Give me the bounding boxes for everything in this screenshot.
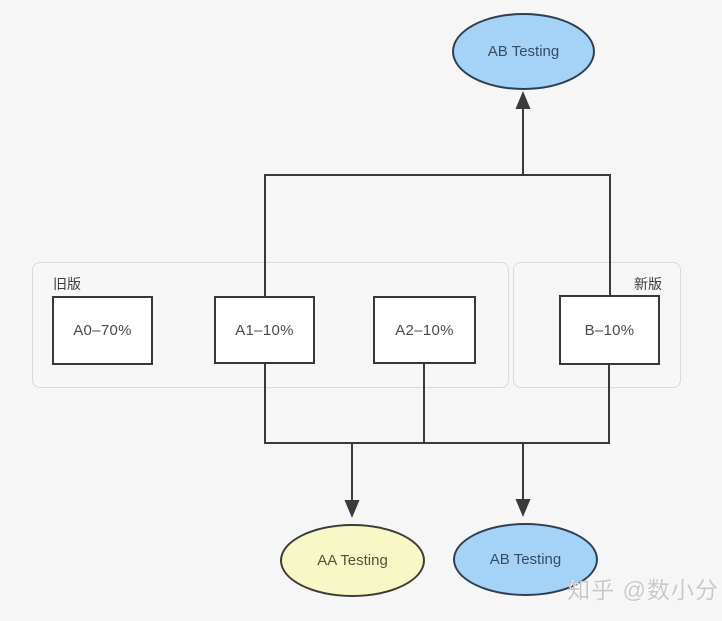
arrowhead-down-ab-icon — [515, 499, 531, 517]
node-a1-10: A1–10% — [214, 296, 315, 364]
group-new-version-label: 新版 — [634, 276, 662, 292]
node-a2-10: A2–10% — [373, 296, 476, 364]
arrowhead-down-aa-icon — [344, 500, 360, 518]
node-a0-70: A0–70% — [52, 296, 153, 365]
watermark: 知乎 @数小分 — [567, 577, 719, 603]
node-b-10: B–10% — [559, 295, 660, 365]
node-ab-testing-top: AB Testing — [452, 13, 595, 90]
group-old-version-label: 旧版 — [53, 276, 81, 292]
node-aa-testing: AA Testing — [280, 524, 425, 597]
arrowhead-up-icon — [515, 91, 531, 109]
node-ab-testing-bottom: AB Testing — [453, 523, 598, 596]
